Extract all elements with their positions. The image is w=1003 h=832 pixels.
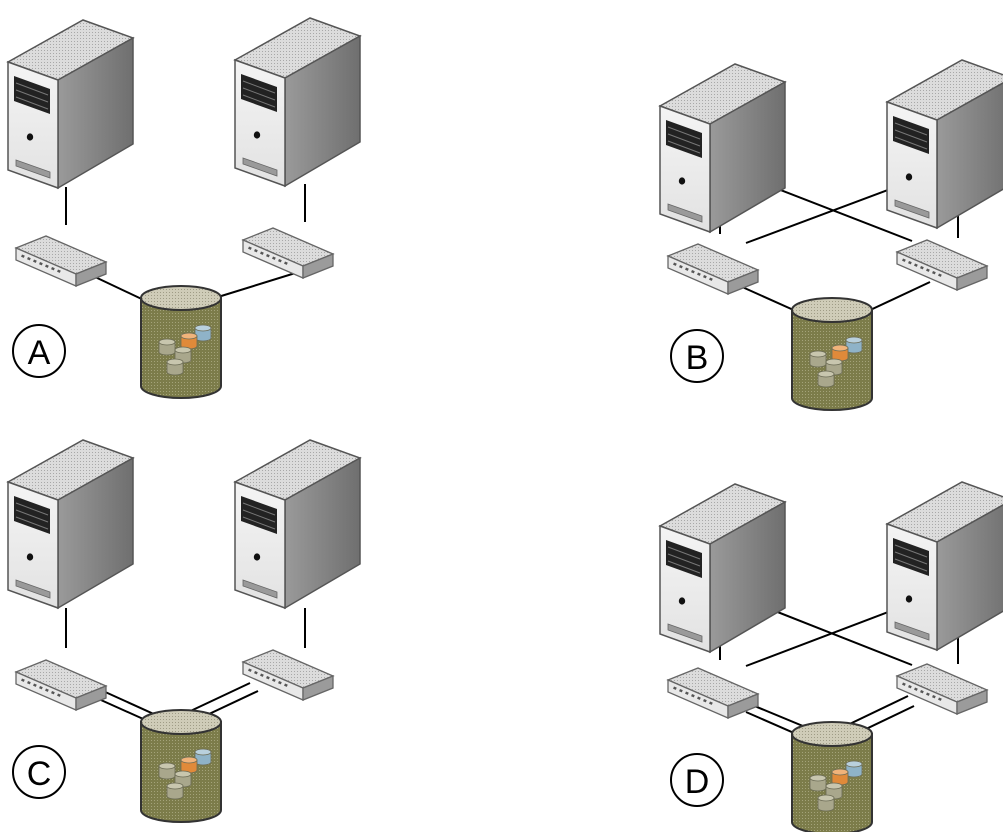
network-switch-icon: [15, 659, 107, 711]
svg-text:A: A: [28, 334, 51, 372]
diagram-a: A: [7, 17, 361, 399]
diagram-label-d: D: [670, 753, 724, 807]
server-icon: [659, 483, 786, 653]
svg-text:D: D: [685, 763, 710, 801]
server-icon: [234, 17, 361, 187]
server-icon: [659, 63, 786, 233]
server-icon: [234, 439, 361, 609]
server-icon: [7, 19, 134, 189]
network-switch-icon: [15, 235, 107, 287]
diagram-c: C: [7, 439, 361, 823]
svg-text:C: C: [27, 755, 52, 793]
network-switch-icon: [242, 227, 334, 279]
storage-array-icon: [791, 297, 873, 411]
server-icon: [886, 481, 1003, 651]
storage-array-icon: [140, 709, 222, 823]
network-switch-icon: [896, 239, 988, 291]
server-icon: [7, 439, 134, 609]
diagram-d: D: [659, 481, 1003, 832]
diagram-label-c: C: [12, 745, 66, 799]
network-switch-icon: [896, 663, 988, 715]
network-switch-icon: [667, 667, 759, 719]
server-icon: [886, 59, 1003, 229]
storage-array-icon: [791, 721, 873, 832]
network-switch-icon: [667, 243, 759, 295]
svg-text:B: B: [686, 339, 709, 377]
storage-array-icon: [140, 285, 222, 399]
diagram-b: B: [659, 59, 1003, 411]
diagram-label-b: B: [670, 329, 724, 383]
diagram-label-a: A: [12, 324, 66, 378]
